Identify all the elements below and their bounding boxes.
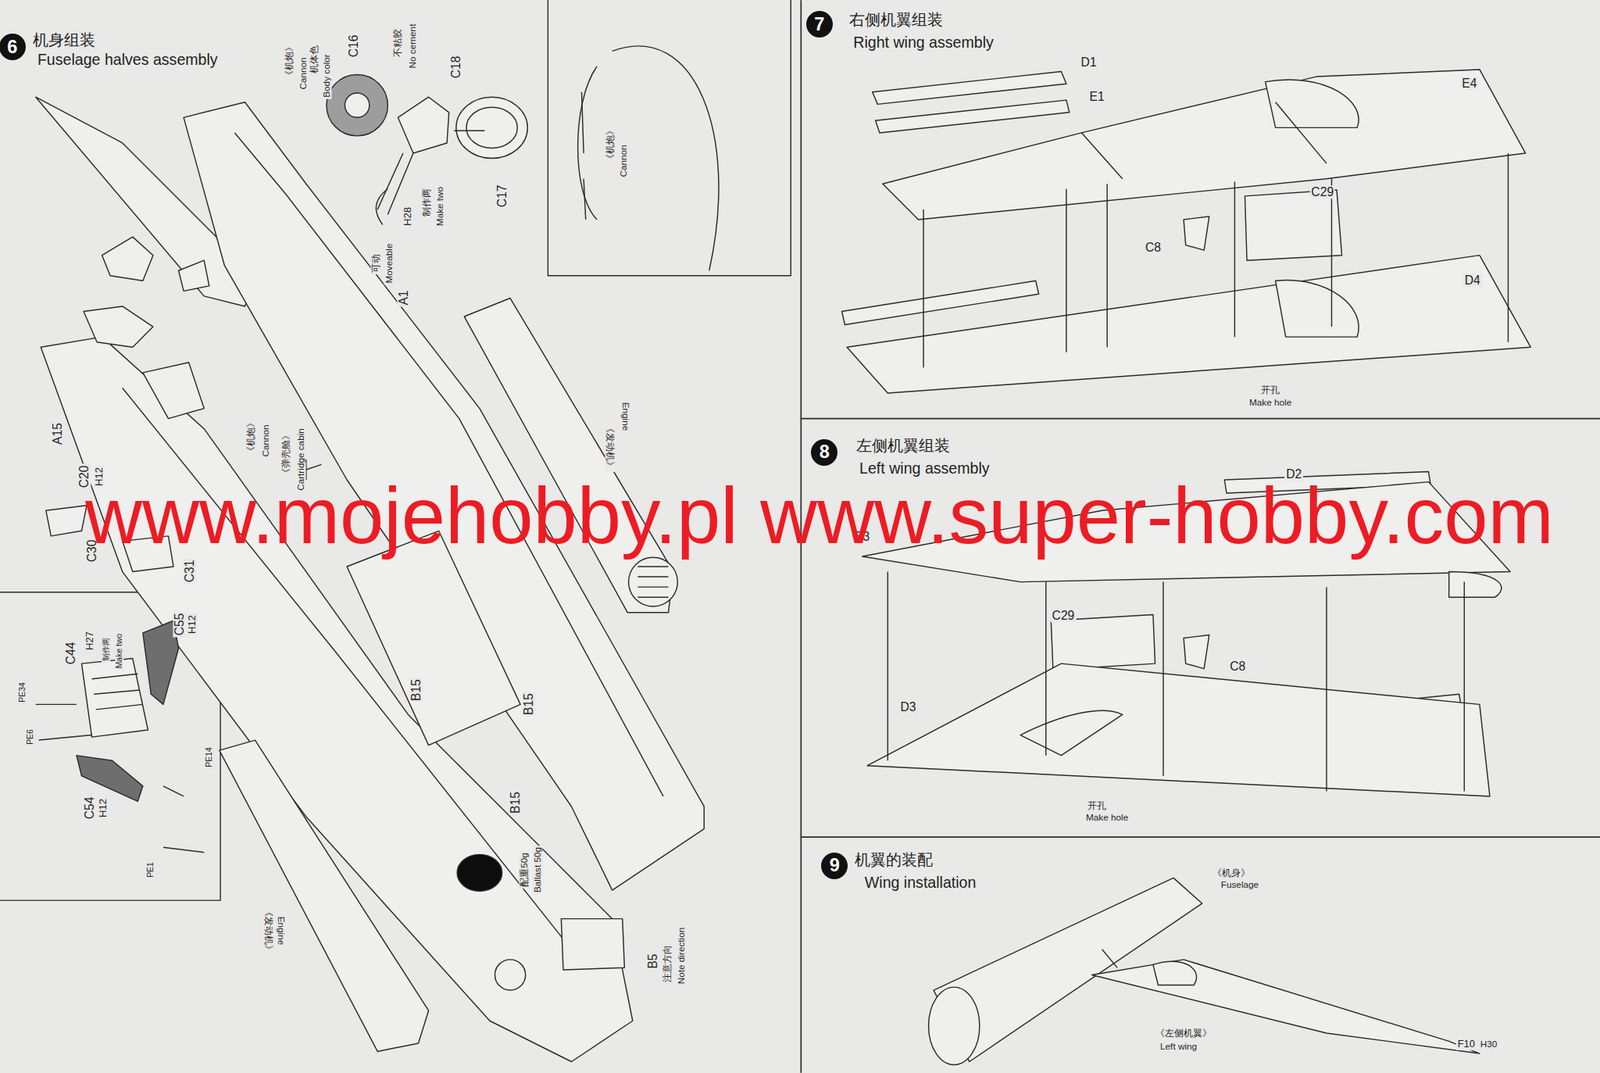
part-number: C8 — [1143, 241, 1163, 255]
step-title: 机翼的装配 — [853, 851, 935, 869]
part-number: C29 — [1309, 185, 1336, 199]
part-number: C8 — [1228, 659, 1247, 673]
part-note: 配重50g — [519, 850, 530, 889]
part-note: 开孔 — [1259, 384, 1282, 395]
photo-etch-number: PE6 — [25, 727, 35, 747]
part-note: Cannon — [297, 55, 308, 91]
part-number: E1 — [1088, 89, 1107, 104]
photo-etch-number: PE34 — [17, 680, 27, 704]
part-note: 不粘胶 — [392, 27, 404, 59]
part-number: D1 — [1079, 55, 1099, 69]
step-title: Fuselage halves assembly — [35, 51, 220, 69]
step-number: 9 — [829, 854, 840, 876]
part-note: Engine — [276, 914, 287, 947]
part-note: Ballast 50g — [532, 845, 543, 894]
part-number: C29 — [1050, 608, 1077, 622]
step-title: Wing installation — [863, 874, 979, 892]
part-note: 可动 — [370, 252, 381, 275]
part-number: A1 — [397, 289, 411, 308]
part-number: B15 — [508, 789, 522, 815]
part-number: C18 — [449, 54, 463, 81]
part-note: Make hole — [1247, 396, 1293, 408]
sprue-number: H28 — [402, 205, 414, 228]
part-number: F10 — [1456, 1038, 1477, 1050]
part-number: E4 — [1460, 76, 1479, 90]
photo-etch-number: PE14 — [204, 745, 214, 769]
part-note: 注意方向 — [662, 942, 673, 984]
part-note: Cannon — [260, 423, 271, 459]
sprue-number: H12 — [97, 796, 109, 819]
step-number-badge: 9 — [821, 852, 848, 879]
step-number-badge: 7 — [806, 10, 833, 38]
sprue-number: H12 — [185, 613, 197, 636]
part-note: 《机炮》 — [605, 124, 616, 165]
step-title: Left wing assembly — [857, 460, 992, 478]
watermark: www.mojehobby.pl www.super-hobby.com — [85, 475, 1554, 555]
sprue-number: H27 — [84, 629, 96, 652]
part-note: 《弹壳舱》 — [280, 428, 291, 479]
step-number: 7 — [814, 14, 825, 36]
part-note: 制作两 — [101, 635, 111, 663]
part-note: 《机炮》 — [283, 40, 294, 82]
part-note: No cement — [407, 21, 418, 70]
part-note: 《左侧机翼》 — [1153, 1027, 1214, 1038]
part-note: 《机身》 — [1210, 867, 1252, 878]
step-number: 6 — [7, 36, 18, 58]
part-number: B15 — [521, 691, 536, 717]
part-number: C16 — [347, 32, 361, 59]
part-number: C54 — [82, 795, 97, 822]
step-number-badge: 6 — [0, 33, 26, 61]
part-number: C55 — [172, 611, 186, 638]
part-number: C17 — [495, 182, 509, 209]
part-number: D3 — [898, 700, 918, 715]
part-note: 《发动机》 — [263, 905, 274, 956]
part-note: 《机炮》 — [246, 416, 257, 458]
step-title: 机身组装 — [31, 32, 97, 50]
part-note: Make hole — [1084, 812, 1130, 823]
part-note: Moveable — [383, 241, 394, 285]
part-number: C31 — [182, 558, 197, 585]
part-note: Make two — [434, 185, 445, 228]
step-number: 8 — [819, 441, 830, 463]
part-note: 机体色 — [309, 43, 320, 75]
part-note: Fuselage — [1219, 879, 1261, 890]
step-number-badge: 8 — [810, 439, 838, 466]
step-title: 右侧机翼组装 — [847, 11, 945, 29]
part-note: Make two — [114, 632, 124, 671]
part-note: 开孔 — [1085, 800, 1108, 811]
part-number: D4 — [1463, 274, 1483, 288]
step-title: 左侧机翼组装 — [854, 437, 952, 455]
part-note: Engine — [620, 400, 631, 433]
part-number: B5 — [646, 952, 660, 971]
part-note: Note direction — [676, 925, 687, 986]
photo-etch-number: PE1 — [146, 860, 156, 879]
part-note: Body color — [321, 52, 332, 100]
part-number: C44 — [64, 640, 79, 667]
part-number: B15 — [409, 677, 423, 703]
sprue-number: H30 — [1478, 1039, 1500, 1050]
step-title: Right wing assembly — [851, 34, 996, 52]
part-note: 制作两 — [421, 186, 432, 218]
part-number: A15 — [51, 421, 65, 447]
part-note: Cannon — [618, 143, 629, 179]
part-note: 《发动机》 — [605, 421, 616, 472]
part-note: Left wing — [1158, 1040, 1199, 1051]
